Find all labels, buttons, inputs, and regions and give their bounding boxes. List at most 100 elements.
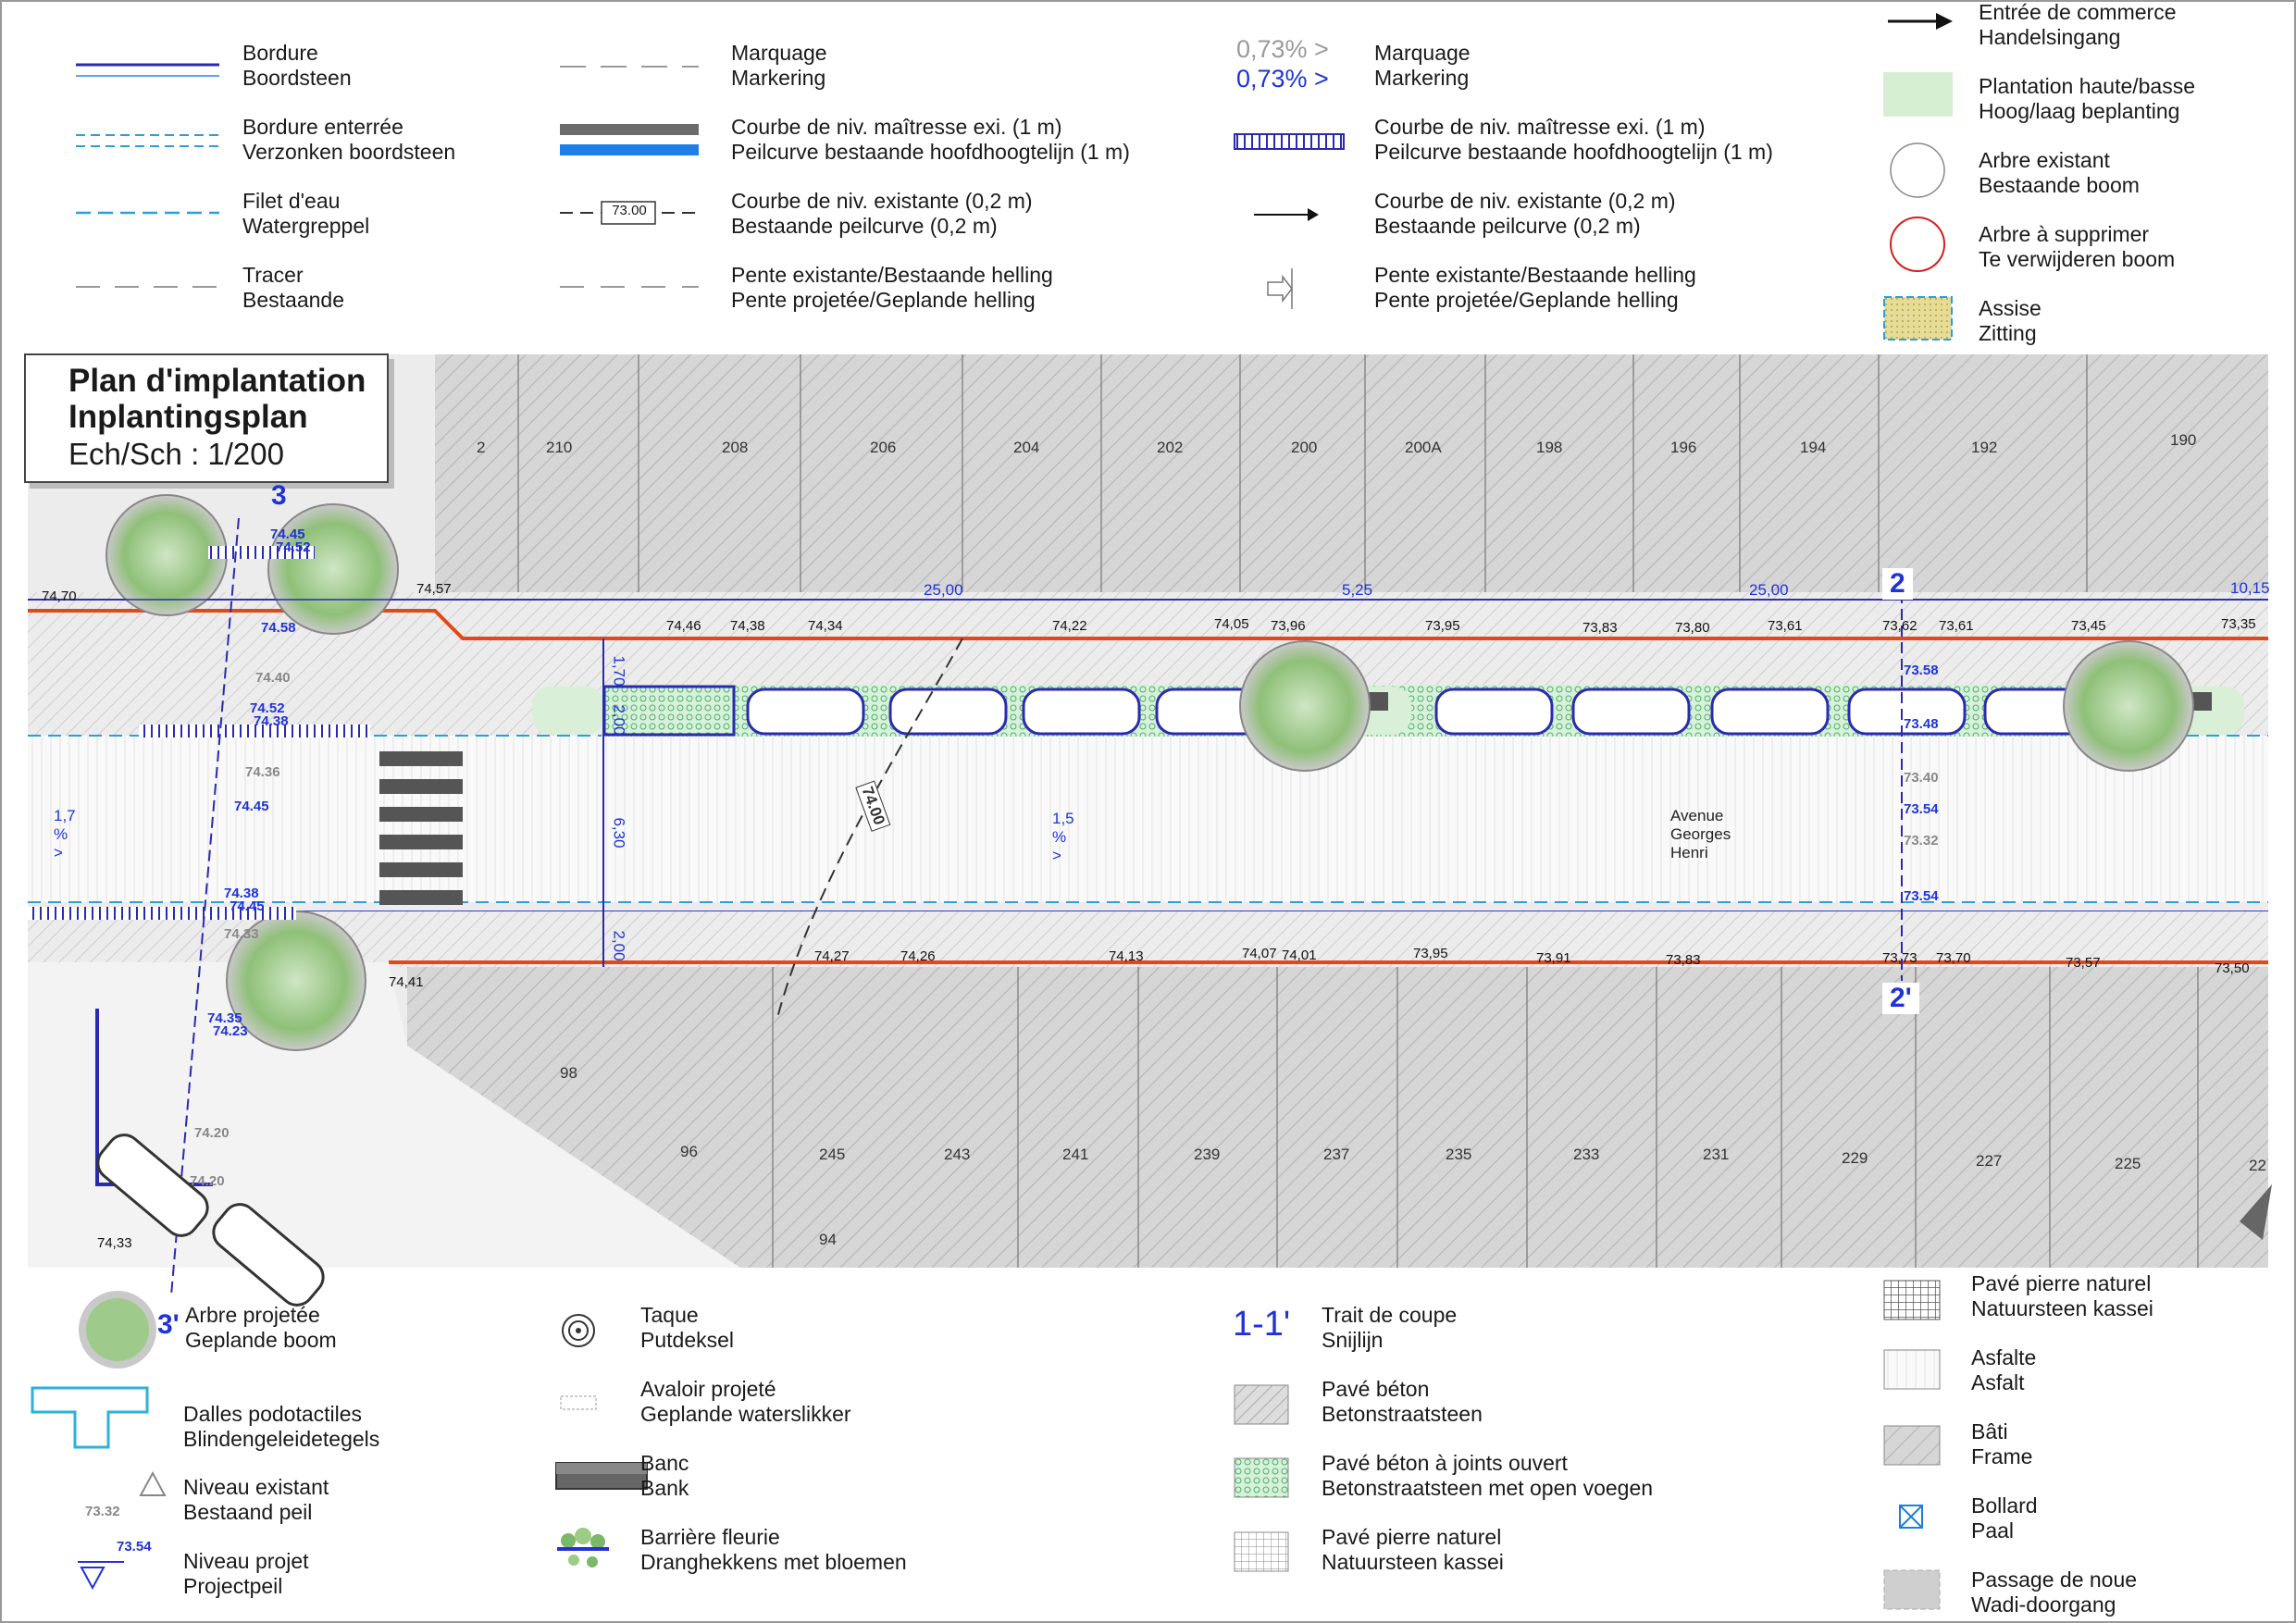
entry-arrow-symbol (1888, 13, 1953, 30)
contour-label-symbol (560, 201, 699, 225)
project-level: 73.58 (1904, 663, 1939, 678)
level-label: 73,80 (1675, 620, 1710, 636)
level-label: 73,57 (2066, 955, 2101, 971)
dimension-label: 25,00 (1749, 581, 1789, 599)
house-number: 231 (1703, 1146, 1730, 1163)
level-label: 73,61 (1939, 618, 1974, 634)
dimension-label: 25,00 (924, 581, 963, 599)
existing-level: 74.20 (194, 1125, 230, 1141)
level-label: 74,13 (1109, 948, 1144, 964)
manhole-icon (562, 1314, 595, 1347)
tree-planned-marker: 3' (157, 1309, 180, 1340)
project-level: 73.54 (1904, 888, 1939, 904)
level-existing-value: 73.32 (85, 1504, 120, 1519)
section-marker: 3 (271, 480, 287, 511)
bench-icon (555, 1462, 648, 1490)
asphalt-symbol (1883, 1349, 1941, 1390)
plan-title-fr: Plan d'implantation (68, 363, 366, 399)
project-level: 74.23 (213, 1023, 248, 1039)
kerb-symbol (76, 63, 219, 77)
house-number: 210 (546, 439, 573, 456)
level-label: 73,45 (2071, 618, 2106, 634)
marking-symbol (560, 66, 699, 68)
arrow-symbol (1254, 208, 1319, 221)
slope-label: 1,5 % > (1052, 810, 1074, 864)
existing-level: 74.40 (255, 670, 291, 686)
dimension-label: 6,30 (610, 817, 628, 849)
house-number: 208 (722, 439, 749, 456)
level-label: 73,91 (1536, 950, 1571, 966)
bollard-icon (1899, 1505, 1923, 1529)
plan-title-nl: Inplantingsplan (68, 399, 308, 435)
level-label: 73,95 (1413, 946, 1448, 961)
house-number: 2 (477, 439, 486, 456)
slope-dash-symbol (560, 286, 699, 288)
project-level: 74.38 (254, 713, 289, 729)
level-label: 74,22 (1052, 618, 1087, 634)
house-number: 98 (560, 1064, 577, 1082)
open-joint-symbol (1234, 1457, 1289, 1498)
plan-scale: Ech/Sch : 1/200 (68, 437, 284, 471)
house-number: 194 (1800, 439, 1827, 456)
section-marker-sample: 1-1' (1233, 1305, 1291, 1344)
project-level: 74.45 (234, 799, 269, 814)
house-number: 198 (1536, 439, 1563, 456)
house-number: 245 (819, 1146, 846, 1163)
house-number: 202 (1157, 439, 1184, 456)
house-number: 225 (2115, 1155, 2141, 1172)
flower-barrier-icon (557, 1528, 609, 1567)
existing-level: 73.32 (1904, 833, 1939, 849)
hatched-kerb-symbol (1234, 133, 1345, 150)
house-number: 196 (1670, 439, 1697, 456)
level-existing-icon (139, 1471, 167, 1496)
concrete-paver-symbol (1234, 1384, 1289, 1425)
contour-major-symbol (560, 124, 699, 155)
street-name: Avenue Georges Henri (1670, 807, 1731, 861)
existing-level: 74.20 (190, 1173, 225, 1189)
dimension-label: 2,00 (610, 704, 628, 736)
level-label: 73,95 (1425, 618, 1460, 634)
project-level: 74.45 (270, 527, 305, 542)
level-label: 74,41 (389, 974, 424, 990)
stone-dark-symbol (1883, 1280, 1941, 1320)
project-level: 73.54 (1904, 801, 1939, 817)
project-level: 73.48 (1904, 716, 1939, 732)
dimension-label: 2,00 (610, 930, 628, 961)
existing-level: 74.33 (224, 926, 259, 942)
level-label: 73,35 (2221, 616, 2256, 632)
house-number: 96 (680, 1143, 698, 1160)
level-label: 73,70 (1936, 950, 1971, 966)
level-label: 73,83 (1582, 620, 1618, 636)
tree-remove-icon (1890, 217, 1945, 272)
level-label: 73,96 (1271, 618, 1306, 634)
contour-sample-value: 73.00 (612, 203, 647, 218)
house-number: 200A (1405, 439, 1442, 456)
house-number: 206 (870, 439, 897, 456)
slope-grey-sample: 0,73% > (1236, 35, 1329, 63)
level-label: 74,05 (1214, 616, 1249, 632)
section-marker: 2' (1882, 983, 1919, 1014)
tree-planned-icon (79, 1291, 156, 1369)
swale-symbol (1883, 1569, 1941, 1610)
project-level: 74.38 (224, 886, 259, 901)
project-level: 74.45 (230, 898, 265, 914)
house-number: 239 (1194, 1146, 1221, 1163)
